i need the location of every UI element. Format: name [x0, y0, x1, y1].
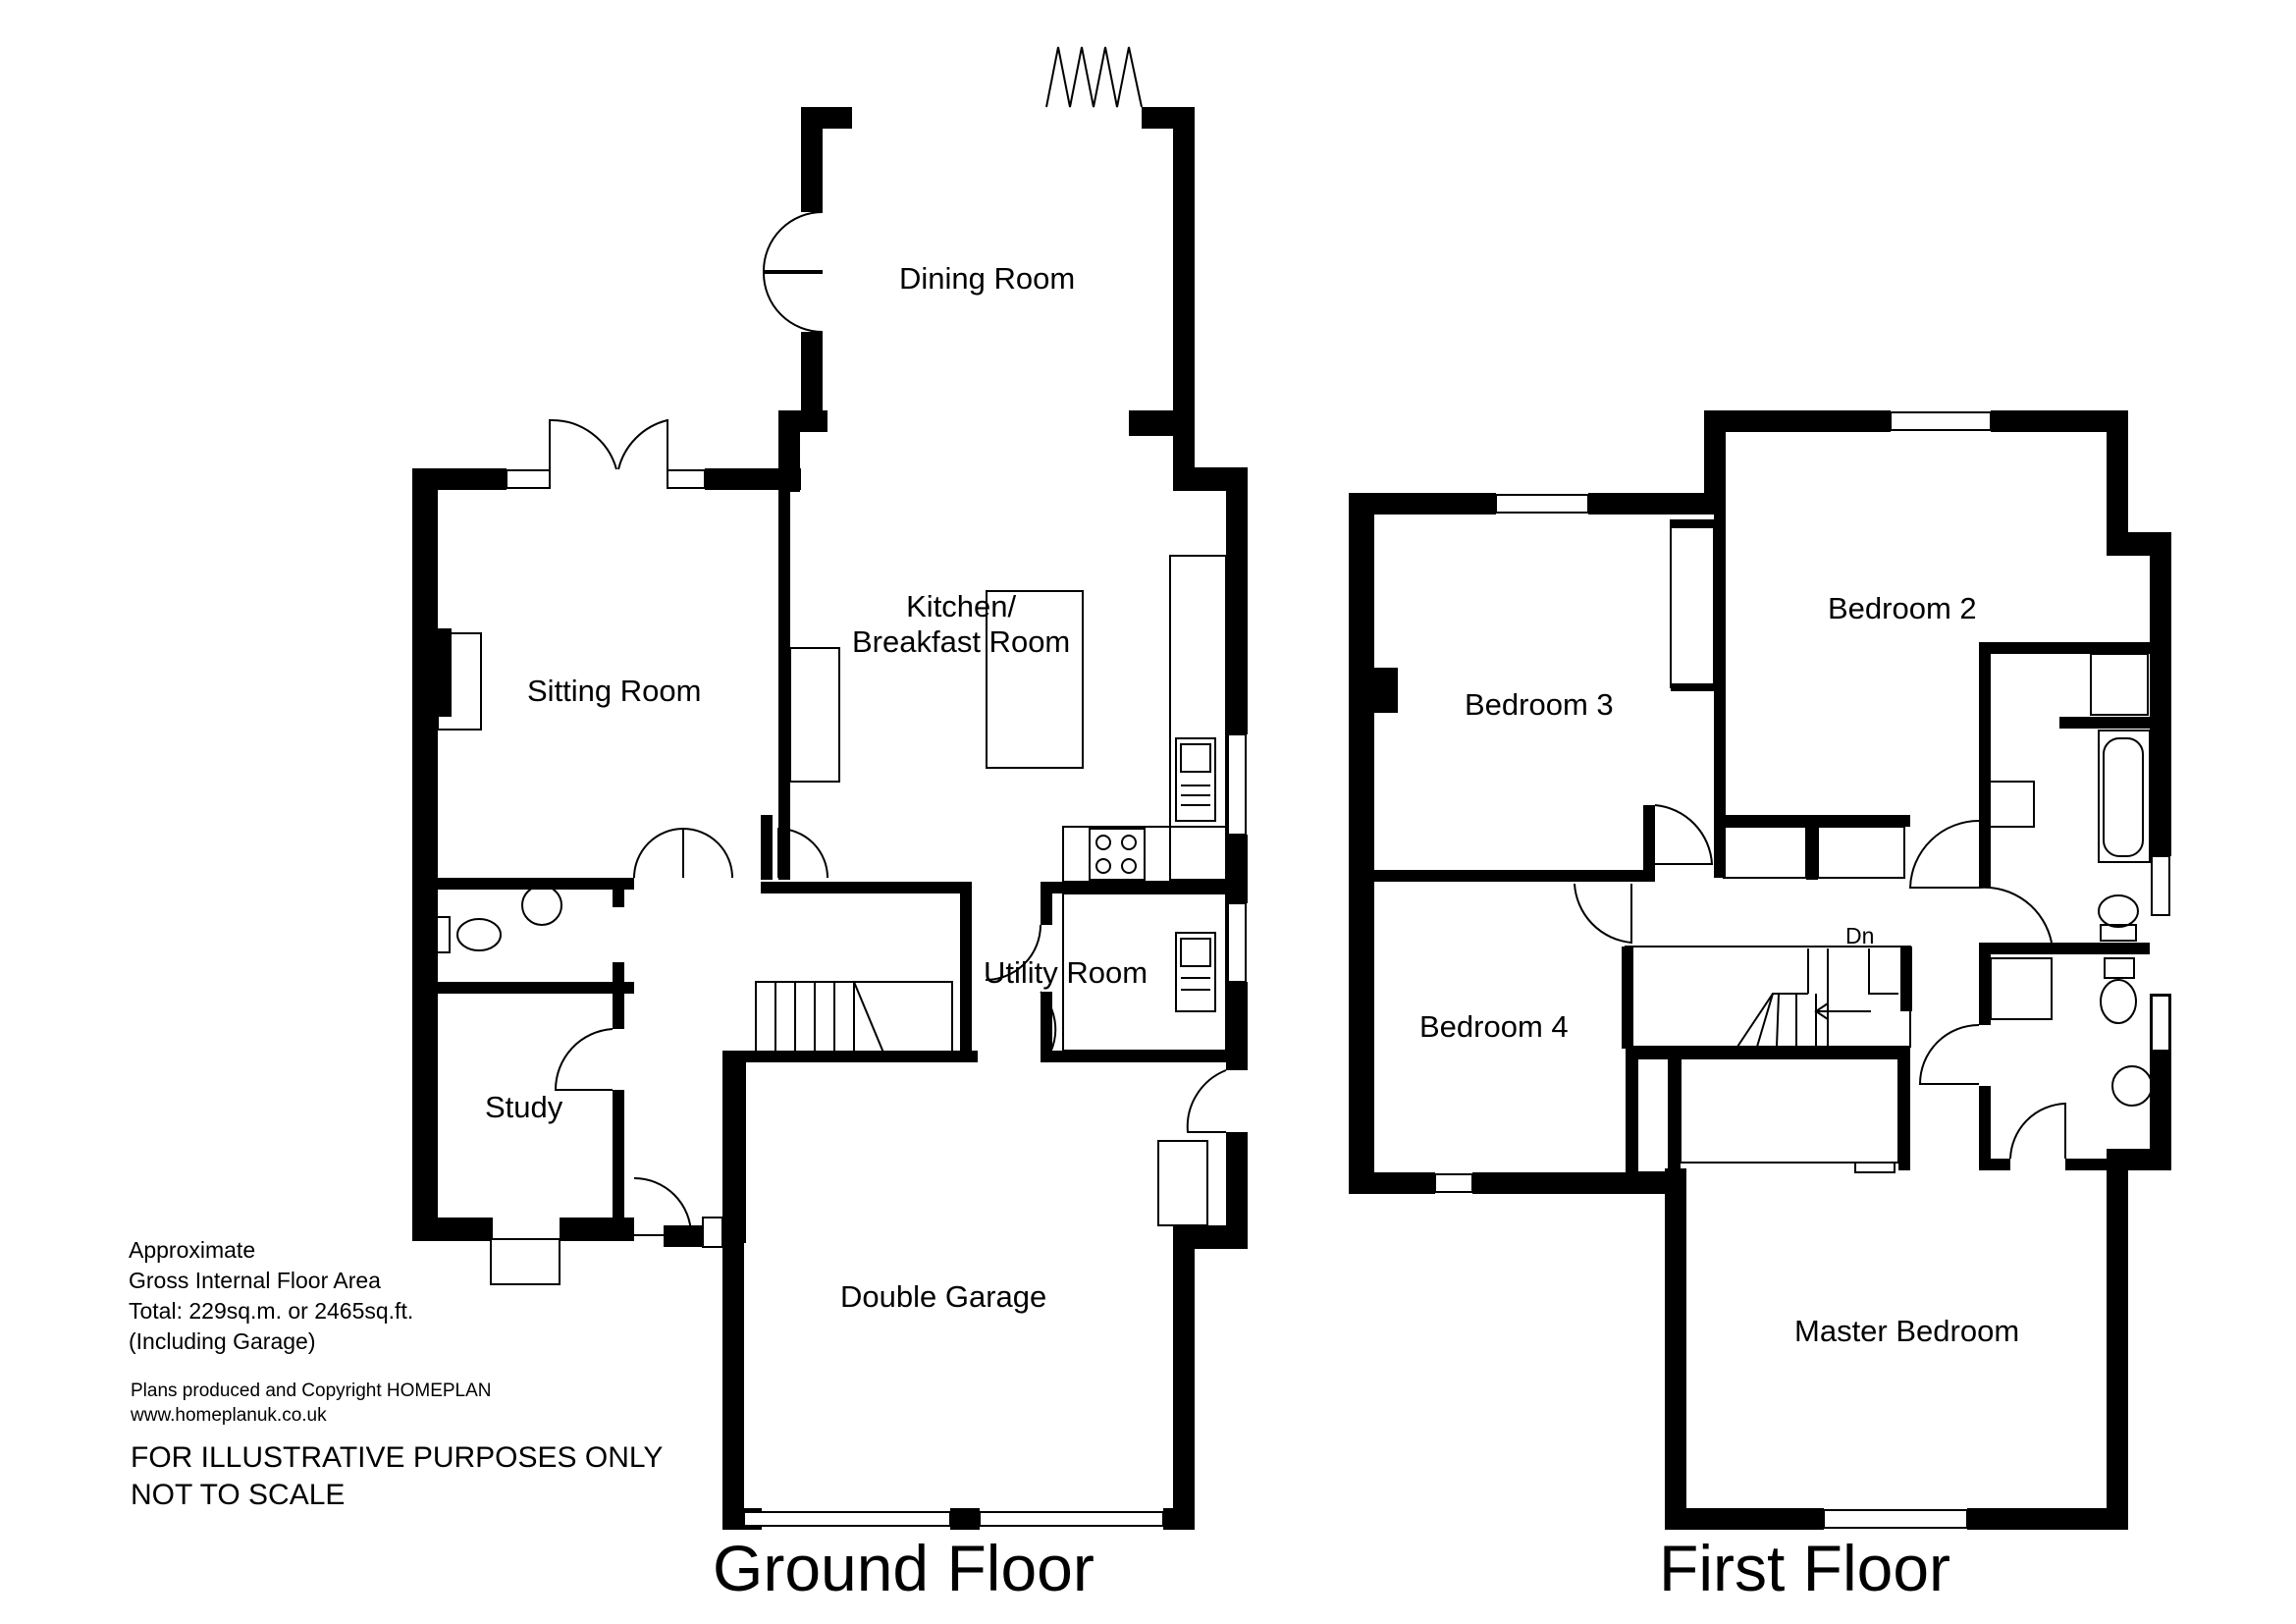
kitchen-breakfast-room-label: Kitchen/ Breakfast Room	[852, 589, 1071, 659]
dining-room-label: Dining Room	[899, 261, 1076, 296]
area-note-line: (Including Garage)	[129, 1328, 316, 1354]
kitchen-island	[986, 590, 1084, 769]
sitting-room-label: Sitting Room	[527, 674, 702, 708]
ground-floor-stairs	[755, 981, 953, 1054]
first-floor-interior-walls	[1374, 514, 2150, 1184]
kitchen-fittings	[437, 555, 1227, 883]
first-floor-exterior-walls	[1349, 410, 2171, 1530]
disclaimer-line: NOT TO SCALE	[131, 1479, 346, 1511]
fireplace	[437, 632, 482, 731]
copyright-line: Plans produced and Copyright HOMEPLAN	[131, 1380, 492, 1401]
kitchen-worktop-bottom	[1062, 826, 1227, 883]
ground-floor-interior-walls	[438, 491, 1237, 1227]
ground-floor-doors	[549, 211, 1227, 1236]
disclaimer-line: FOR ILLUSTRATIVE PURPOSES ONLY	[131, 1441, 664, 1474]
ground-floor-heading: Ground Floor	[713, 1532, 1095, 1604]
master-bedroom-label: Master Bedroom	[1794, 1314, 2020, 1348]
toilet-icon	[456, 918, 502, 951]
ground-floor-exterior-walls	[412, 107, 1248, 1530]
area-note: Approximate Gross Internal Floor Area To…	[129, 1235, 413, 1357]
kitchen-sink-icon	[1175, 737, 1216, 822]
first-floor-storage	[1625, 519, 1911, 1173]
first-floor-bathroom-fittings	[1988, 653, 2153, 1107]
first-floor-heading: First Floor	[1659, 1532, 1950, 1604]
area-note-line: Approximate	[129, 1237, 256, 1263]
bath-icon	[2098, 730, 2151, 863]
bedroom-4-label: Bedroom 4	[1419, 1009, 1569, 1044]
bedroom-2-label: Bedroom 2	[1828, 591, 1977, 625]
ensuite-toilet-icon	[2100, 979, 2137, 1024]
ground-floor-plan	[412, 46, 1248, 1530]
area-note-line: Total: 229sq.m. or 2465sq.ft.	[129, 1298, 414, 1324]
first-floor-plan	[1349, 410, 2171, 1530]
utility-sink-icon	[1175, 932, 1216, 1012]
bathroom-toilet-icon	[2098, 894, 2139, 928]
bifold-doors	[1045, 46, 1143, 108]
utility-fittings	[1062, 893, 1227, 1052]
first-floor-windows	[1434, 411, 2170, 1529]
basin-icon	[521, 885, 562, 926]
kitchen-worktop-left	[789, 647, 840, 783]
disclaimer: FOR ILLUSTRATIVE PURPOSES ONLY NOT TO SC…	[131, 1439, 663, 1514]
ensuite-basin-icon	[2111, 1065, 2153, 1107]
study-label: Study	[485, 1090, 563, 1124]
shower-tray-icon	[2090, 653, 2149, 716]
utility-room-label: Utility Room	[984, 955, 1148, 990]
copyright-note: Plans produced and Copyright HOMEPLAN ww…	[131, 1379, 492, 1428]
area-note-line: Gross Internal Floor Area	[129, 1268, 381, 1293]
ground-floor-wc	[419, 885, 562, 953]
bathroom-basin-icon	[1988, 781, 2035, 828]
stairs-direction-arrow	[1814, 1002, 1871, 1020]
double-garage-label: Double Garage	[840, 1279, 1047, 1314]
first-floor-stairs	[1736, 948, 1898, 1048]
hob-icon	[1089, 828, 1146, 881]
copyright-url: www.homeplanuk.co.uk	[131, 1405, 327, 1426]
stairs-down-label: Dn	[1845, 923, 1875, 948]
bedroom-3-label: Bedroom 3	[1465, 687, 1614, 722]
ensuite-shower-icon	[1990, 957, 2053, 1020]
first-floor-doors	[1574, 804, 2066, 1160]
ground-floor-windows	[490, 469, 1247, 1527]
kitchen-worktop-right	[1169, 555, 1227, 881]
